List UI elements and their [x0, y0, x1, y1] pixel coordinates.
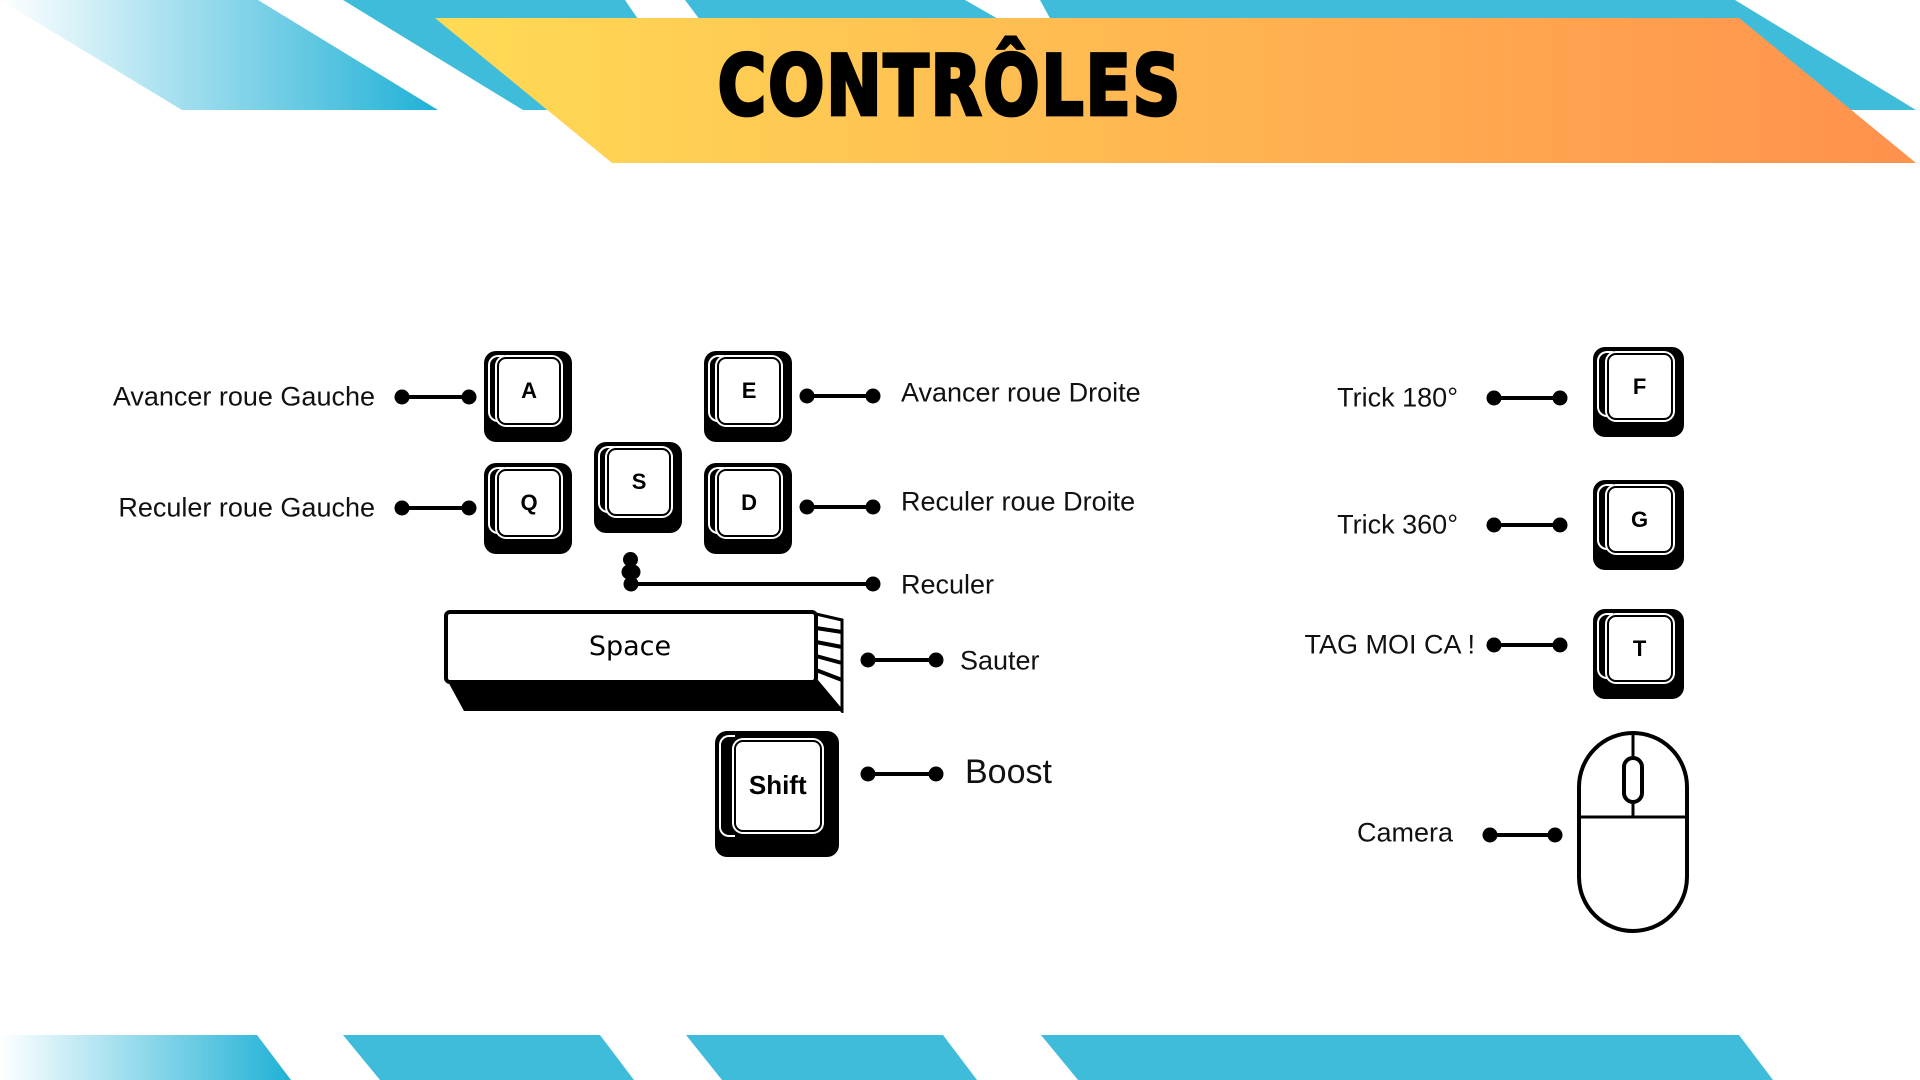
key-shift: Shift — [715, 731, 839, 857]
label-trick360: Trick 360° — [1337, 509, 1458, 540]
key-q-label: Q — [497, 469, 562, 538]
key-f-label: F — [1606, 353, 1673, 421]
connector-camera — [1490, 833, 1555, 837]
connector-tag — [1494, 643, 1560, 647]
connector-reverse — [631, 582, 873, 586]
mouse-icon — [1577, 731, 1689, 933]
key-d-label: D — [717, 469, 782, 538]
top-stripe-3 — [685, 0, 1000, 20]
key-e: E — [704, 351, 792, 442]
key-e-label: E — [717, 357, 782, 426]
key-s: S — [594, 442, 682, 533]
label-forward-right: Avancer roue Droite — [901, 377, 1141, 408]
label-camera: Camera — [1356, 817, 1453, 848]
title-banner — [435, 18, 1916, 163]
key-q: Q — [484, 463, 572, 554]
connector-reverse-vertical — [629, 559, 633, 584]
connector-forward-right — [807, 394, 873, 398]
key-space-label: Space — [588, 630, 672, 662]
key-t: T — [1593, 609, 1684, 699]
key-g: G — [1593, 480, 1684, 570]
page-title: CONTRÔLES — [716, 36, 1183, 136]
connector-trick180 — [1494, 396, 1560, 400]
label-forward-left: Avancer roue Gauche — [112, 381, 375, 412]
label-back-right: Reculer roue Droite — [901, 486, 1136, 517]
label-jump: Sauter — [960, 645, 1040, 676]
key-f: F — [1593, 347, 1684, 437]
label-back-left: Reculer roue Gauche — [118, 492, 375, 523]
key-s-label: S — [607, 448, 672, 517]
key-shift-label: Shift — [733, 739, 822, 832]
bottom-stripe-2 — [343, 1035, 634, 1080]
bottom-stripe-3 — [686, 1035, 977, 1080]
connector-jump — [868, 658, 936, 662]
bottom-stripe-1 — [0, 1035, 291, 1080]
connector-back-right — [807, 505, 873, 509]
key-a: A — [484, 351, 572, 442]
connector-trick360 — [1494, 523, 1560, 527]
label-tag: TAG MOI CA ! — [1304, 629, 1475, 660]
top-stripe-1 — [0, 0, 438, 110]
key-a-label: A — [497, 357, 562, 426]
bottom-stripe-4 — [1041, 1035, 1773, 1080]
connector-dot — [623, 552, 638, 567]
connector-boost — [868, 772, 936, 776]
key-t-label: T — [1606, 615, 1673, 683]
label-trick180: Trick 180° — [1337, 382, 1458, 413]
key-d: D — [704, 463, 792, 554]
connector-back-left — [402, 506, 469, 510]
connector-forward-left — [402, 395, 469, 399]
space-bar-shape — [444, 610, 844, 713]
key-space: Space — [444, 610, 845, 713]
key-g-label: G — [1606, 486, 1673, 554]
label-boost: Boost — [965, 753, 1052, 791]
label-reverse: Reculer — [901, 569, 995, 600]
